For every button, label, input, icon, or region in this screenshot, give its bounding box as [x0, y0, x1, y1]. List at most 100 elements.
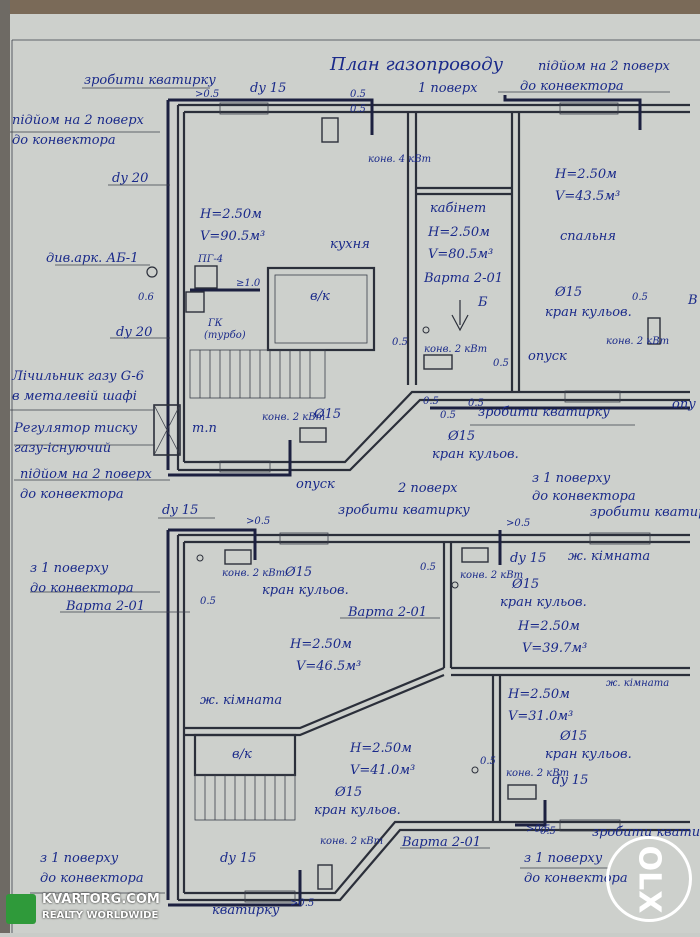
f1-valve-ab1: див.арк. АБ-1 — [46, 251, 138, 266]
f2-living-a-v: V=46.5м³ — [296, 659, 361, 674]
f1-wc-name: в/к — [310, 289, 330, 304]
f1-v05-g: 0.5 — [423, 396, 439, 407]
f1-conv-2kw-a: конв. 2 кВт — [262, 412, 325, 423]
plan-title: План газопроводу — [329, 54, 504, 75]
f1-b-mark: Б — [477, 295, 488, 310]
f2-gt05-c: >0.5 — [290, 898, 314, 909]
f1-make-window-top: зробити кватирку — [84, 73, 216, 88]
f2-d15-b: Ø15 — [511, 577, 539, 592]
f1-bedroom-h: H=2.50м — [554, 167, 617, 182]
f2-living-c-name: ж. кімната — [606, 678, 669, 689]
f1-v05-c: 0.5 — [392, 337, 408, 348]
f2-varta-c: Варта 2-01 — [401, 835, 481, 850]
f2-living-a-h: H=2.50м — [289, 637, 352, 652]
f2-d15-d: Ø15 — [334, 785, 362, 800]
gas-meter-cabinet — [153, 404, 181, 456]
floor-1-plan — [10, 87, 690, 481]
house-logo-icon — [6, 894, 36, 924]
f2-ball-c: кран кульов. — [545, 747, 632, 762]
floor-2-plan — [30, 517, 690, 907]
boiler-gk — [185, 291, 205, 313]
f1-convectors — [299, 117, 661, 443]
f2-convectors — [224, 547, 537, 890]
f1-down-2: опуск — [528, 349, 567, 364]
f2-d15-a: Ø15 — [284, 565, 312, 580]
f2-ball-d: кран кульов. — [314, 803, 401, 818]
watermark-site: KVARTORG.COM — [42, 892, 160, 907]
f1-conv-2kw-b: конв. 2 кВт — [424, 344, 487, 355]
f1-turbo: (турбо) — [204, 330, 246, 341]
f1-v05-f: 0.5 — [468, 398, 484, 409]
f2-make-window-b: зробити кватирку — [590, 505, 700, 520]
f1-rise-left-2: до конвектора — [12, 133, 116, 148]
f1-edge-opu: опу — [672, 397, 696, 412]
f2-hall-h: H=2.50м — [349, 741, 412, 756]
f2-from1-c1: з 1 поверху — [40, 851, 119, 866]
kvartorg-watermark: KVARTORG.COM REALTY WORLDWIDE — [6, 892, 186, 928]
f1-kitchen-name: кухня — [330, 237, 370, 252]
paper-top-edge — [0, 0, 700, 14]
f1-reg-2: газу-існуючий — [14, 441, 111, 456]
floor-2-label: 2 поверх — [397, 481, 458, 496]
f1-leader-lines — [10, 87, 670, 481]
f1-wall-bottom-inner — [184, 390, 690, 464]
f1-study-h: H=2.50м — [427, 225, 490, 240]
f1-d15-c: Ø15 — [554, 285, 582, 300]
f1-v05-d: 0.5 — [493, 358, 509, 369]
f1-study-name: кабінет — [430, 201, 486, 216]
gas-meter-cross — [153, 404, 181, 456]
f2-living-c-v: V=31.0м³ — [508, 709, 573, 724]
f2-from1-b2: до конвектора — [532, 489, 636, 504]
f1-bedroom-v: V=43.5м³ — [555, 189, 620, 204]
f1-dy15-top: dy 15 — [250, 81, 286, 96]
f2-pipe-top-left — [168, 528, 257, 560]
f1-d15-a: Ø15 — [313, 407, 341, 422]
f2-dy15-b: dy 15 — [510, 551, 546, 566]
f2-from1-d1: з 1 поверху — [524, 851, 603, 866]
f1-section-arrow — [451, 300, 469, 332]
f2-gt05-d: >0.5 — [526, 824, 550, 835]
f2-dy15-d: dy 15 — [552, 773, 588, 788]
f2-varta-a: Варта 2-01 — [65, 599, 145, 614]
f2-conv-c: конв. 2 кВт — [506, 768, 569, 779]
f1-reg-1: Регулятор тиску — [13, 421, 138, 436]
f2-v05-d: 0.5 — [540, 826, 556, 837]
olx-watermark: OLX — [606, 836, 692, 922]
f2-stairs — [194, 774, 296, 821]
f1-v06: 0.6 — [138, 292, 155, 303]
f2-dy15-a: dy 15 — [162, 503, 198, 518]
f1-rise-right-1: підйом на 2 поверх — [538, 59, 671, 74]
f1-pipe-top — [168, 98, 374, 135]
f1-rise-bottom-1: підйом на 2 поверх — [20, 467, 153, 482]
f1-pipe-top-right — [503, 95, 642, 130]
f1-pg4: ПГ-4 — [197, 254, 223, 265]
f2-d15-c: Ø15 — [559, 729, 587, 744]
f2-living-b-name: ж. кімната — [568, 549, 650, 564]
f2-from1-a2: до конвектора — [30, 581, 134, 596]
f2-from1-d2: до конвектора — [524, 871, 628, 886]
f1-dy20-a: dy 20 — [112, 171, 148, 186]
f1-bedroom-name: спальня — [560, 229, 616, 244]
f2-make-window-c: зробити кватирку — [592, 825, 700, 840]
f1-tp: т.п — [192, 421, 217, 436]
valve-ab1-symbol — [146, 266, 158, 278]
f1-conv-2kw-c: конв. 2 кВт — [606, 336, 669, 347]
f1-pipe-bottom — [168, 440, 292, 477]
f2-living-b-h: H=2.50м — [517, 619, 580, 634]
f2-hall-v: V=41.0м³ — [350, 763, 415, 778]
f2-gt05-b: >0.5 — [506, 518, 530, 529]
f1-v05-a: 0.5 — [350, 89, 366, 100]
floor-1-label: 1 поверх — [418, 81, 478, 96]
f1-kitchen-v: V=90.5м³ — [200, 229, 265, 244]
f2-living-c-h: H=2.50м — [507, 687, 570, 702]
f2-living-a-name: ж. кімната — [200, 693, 282, 708]
f1-meter-1: Лічильник газу G-6 — [11, 369, 144, 384]
f1-v05-e: 0.5 — [440, 410, 456, 421]
f1-windows — [219, 102, 621, 473]
f1-v05-h: 0.5 — [632, 292, 648, 303]
f2-gt05-a: >0.5 — [246, 516, 270, 527]
f1-edge-v: В — [687, 293, 698, 308]
f1-ball-valve-b: кран кульов. — [545, 305, 632, 320]
